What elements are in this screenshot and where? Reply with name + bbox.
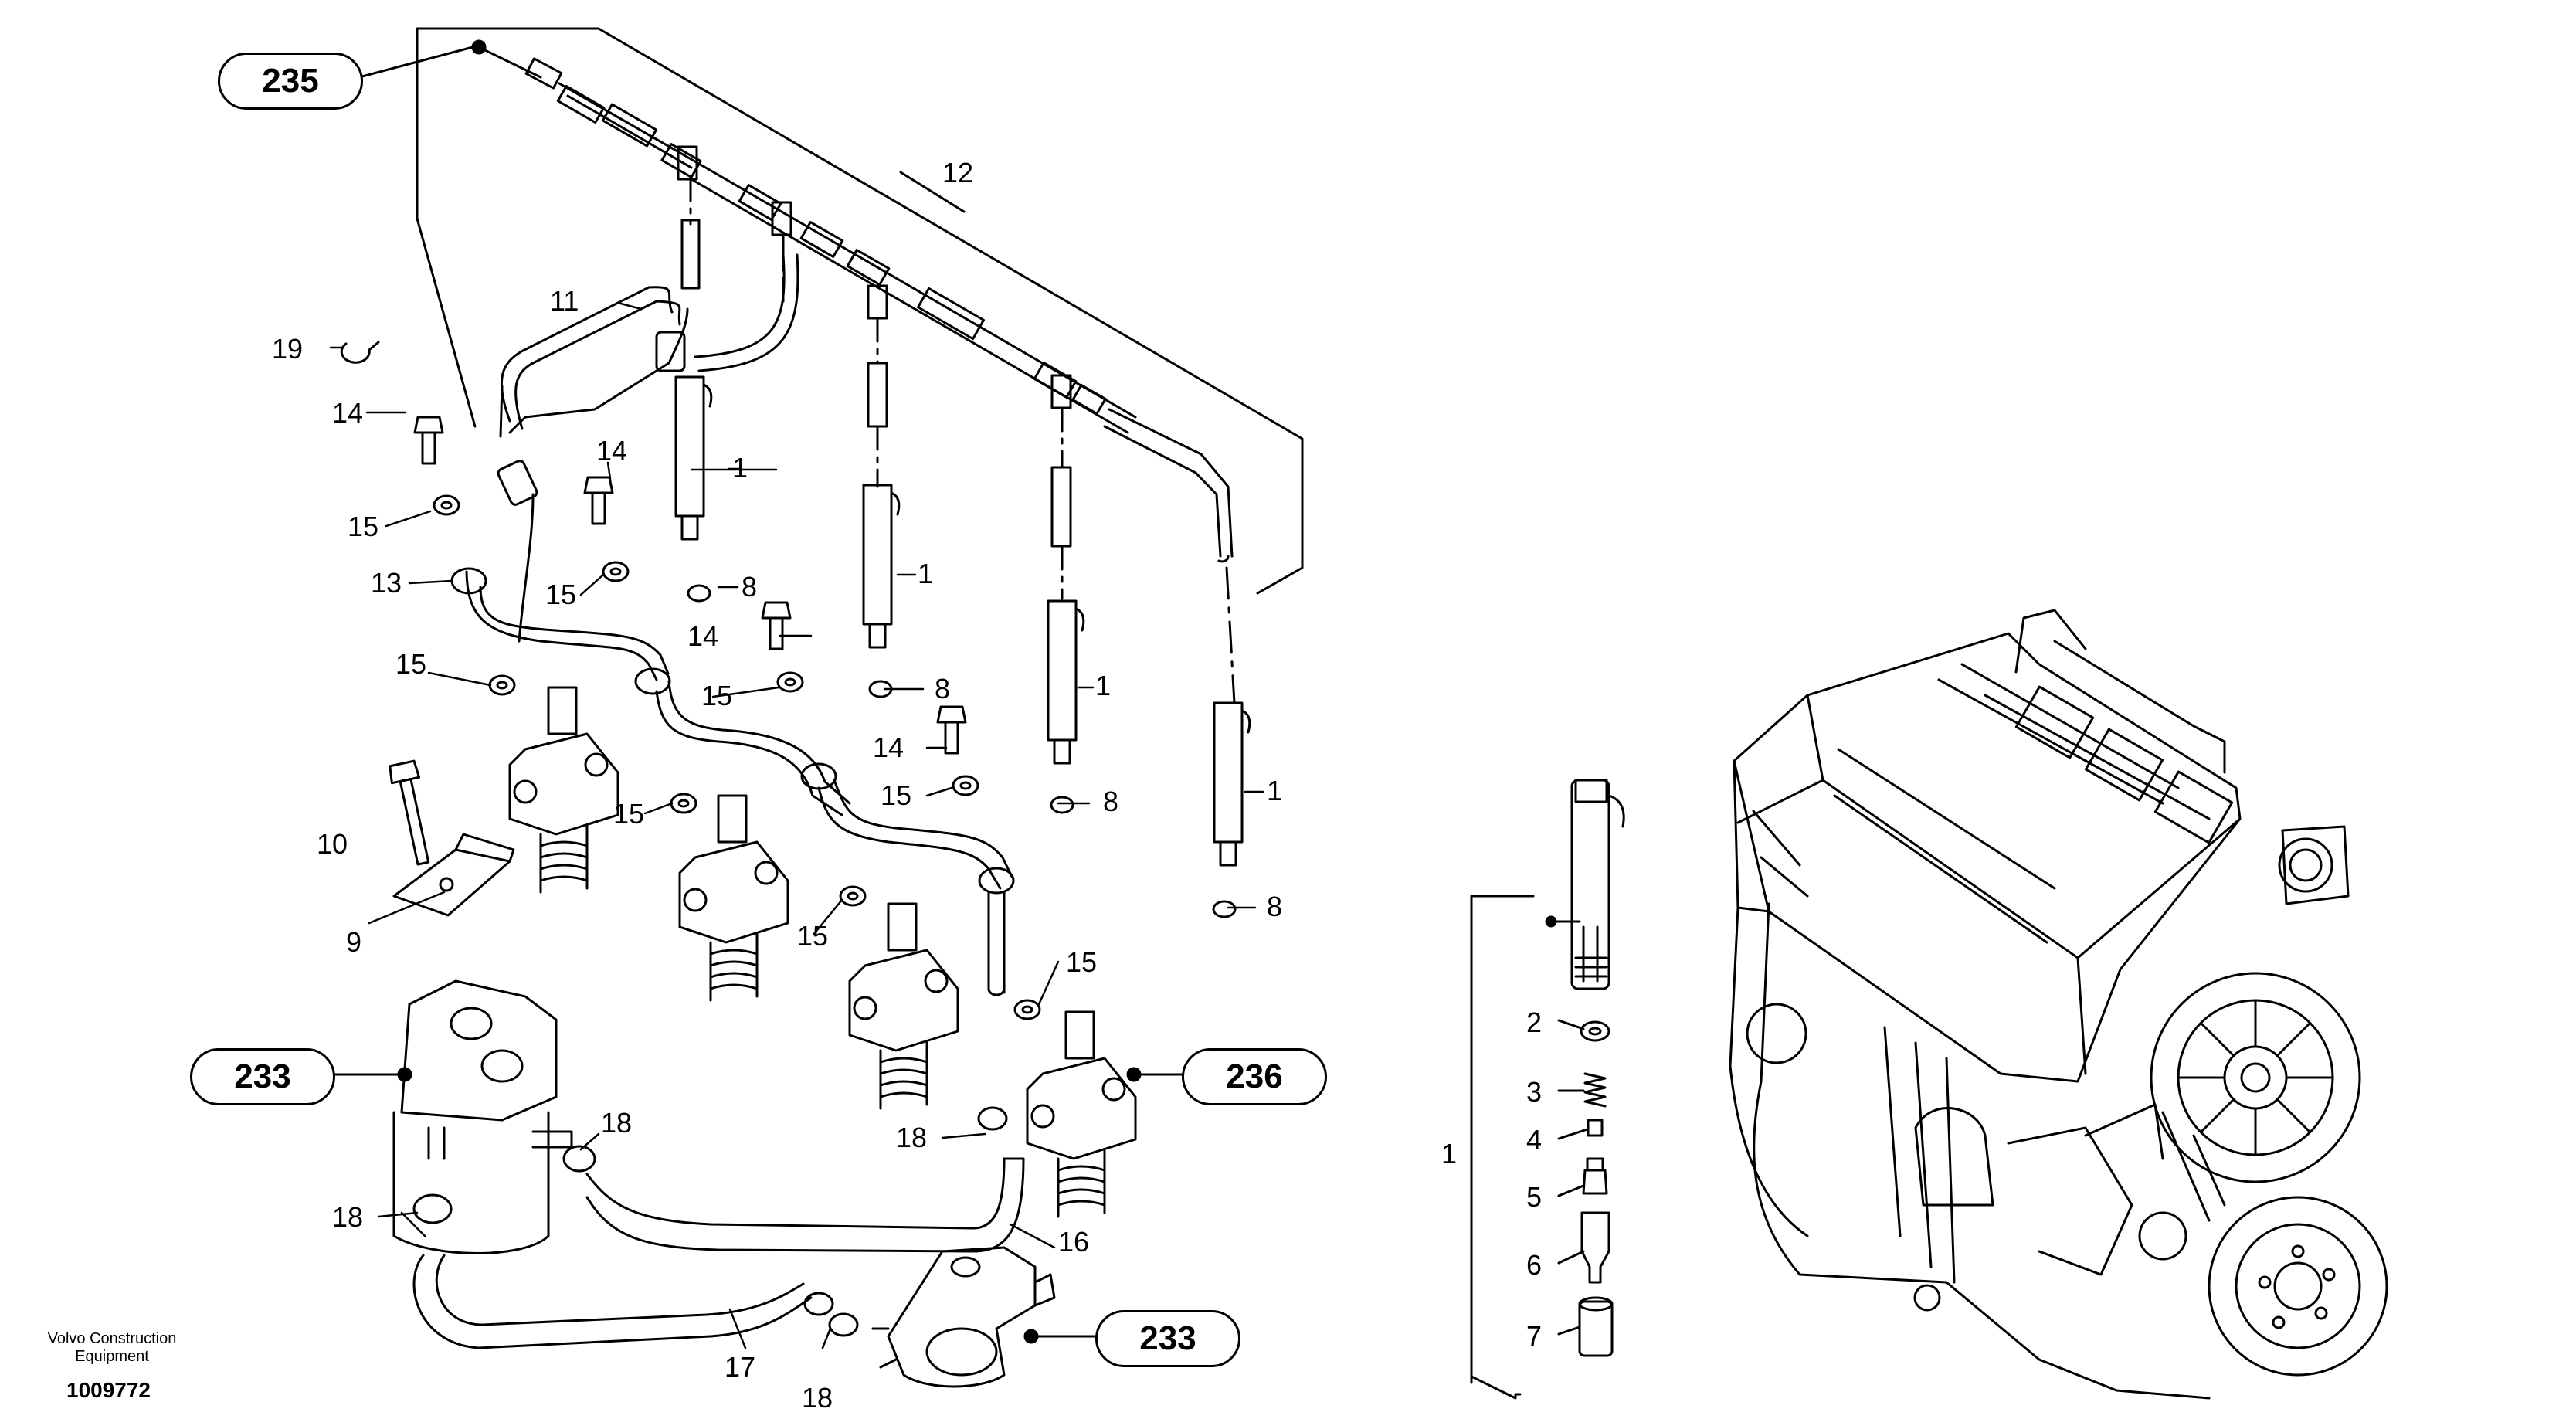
callout-15: 15 xyxy=(881,779,912,811)
brand-label: Volvo Construction Equipment xyxy=(31,1330,193,1366)
callout-9: 9 xyxy=(346,926,362,958)
fuel-hoses xyxy=(412,1106,1025,1349)
detail-callout-4: 4 xyxy=(1526,1124,1543,1156)
callout-16: 16 xyxy=(1058,1226,1090,1258)
callout-14: 14 xyxy=(873,732,904,763)
callout-18: 18 xyxy=(332,1201,364,1233)
leak-off-line xyxy=(471,39,1236,704)
callout-15: 15 xyxy=(545,579,577,610)
small-parts xyxy=(340,341,1237,1020)
callout-leaders xyxy=(329,301,1264,1349)
ref-group-235[interactable]: 235 xyxy=(218,53,363,110)
callout-1: 1 xyxy=(918,558,934,589)
callout-19: 19 xyxy=(272,333,304,365)
callout-1: 1 xyxy=(1095,670,1112,701)
unit-pumps xyxy=(508,686,1137,1218)
group-bracket-12 xyxy=(416,27,1304,595)
detail-callout-5: 5 xyxy=(1526,1181,1543,1213)
brand-line-1: Volvo Construction xyxy=(47,1330,177,1347)
ref-group-233-filter[interactable]: 233 xyxy=(190,1048,335,1105)
injector-detail xyxy=(1470,779,1625,1400)
detail-callout-1: 1 xyxy=(1441,1138,1458,1169)
callout-18: 18 xyxy=(601,1107,633,1139)
callout-18: 18 xyxy=(802,1382,833,1414)
callout-8: 8 xyxy=(1103,786,1119,817)
document-number: 1009772 xyxy=(66,1378,151,1402)
callout-15: 15 xyxy=(701,680,733,711)
ref-group-236[interactable]: 236 xyxy=(1182,1048,1327,1105)
callout-1: 1 xyxy=(1267,775,1283,806)
callout-10: 10 xyxy=(317,828,348,860)
reference-leaders xyxy=(331,46,1183,1344)
callout-15: 15 xyxy=(395,648,427,680)
callout-14: 14 xyxy=(687,620,719,652)
injection-pipes xyxy=(465,253,1015,996)
detail-callout-6: 6 xyxy=(1526,1249,1543,1281)
fuel-filter-head xyxy=(392,979,596,1254)
brand-line-2: Equipment xyxy=(75,1348,149,1365)
callout-1: 1 xyxy=(732,452,748,484)
detail-callout-7: 7 xyxy=(1526,1320,1543,1352)
callout-15: 15 xyxy=(613,798,645,830)
callout-11: 11 xyxy=(550,285,579,317)
callout-15: 15 xyxy=(348,511,379,542)
callout-13: 13 xyxy=(371,567,402,599)
callout-15: 15 xyxy=(1066,946,1098,978)
callout-8: 8 xyxy=(742,571,758,603)
callout-8: 8 xyxy=(1267,891,1283,922)
feed-pump xyxy=(871,1246,1056,1388)
injectors xyxy=(674,375,1251,867)
engine-assembly xyxy=(1729,609,2388,1400)
callout-12: 12 xyxy=(942,157,974,188)
callout-8: 8 xyxy=(935,673,951,704)
callout-14: 14 xyxy=(332,397,364,429)
detail-callout-2: 2 xyxy=(1526,1007,1543,1038)
ref-group-233-pump[interactable]: 233 xyxy=(1095,1310,1240,1367)
callout-17: 17 xyxy=(725,1351,756,1383)
callout-18: 18 xyxy=(896,1122,928,1153)
callout-15: 15 xyxy=(797,920,829,952)
callout-14: 14 xyxy=(596,435,628,467)
detail-callout-3: 3 xyxy=(1526,1076,1543,1108)
